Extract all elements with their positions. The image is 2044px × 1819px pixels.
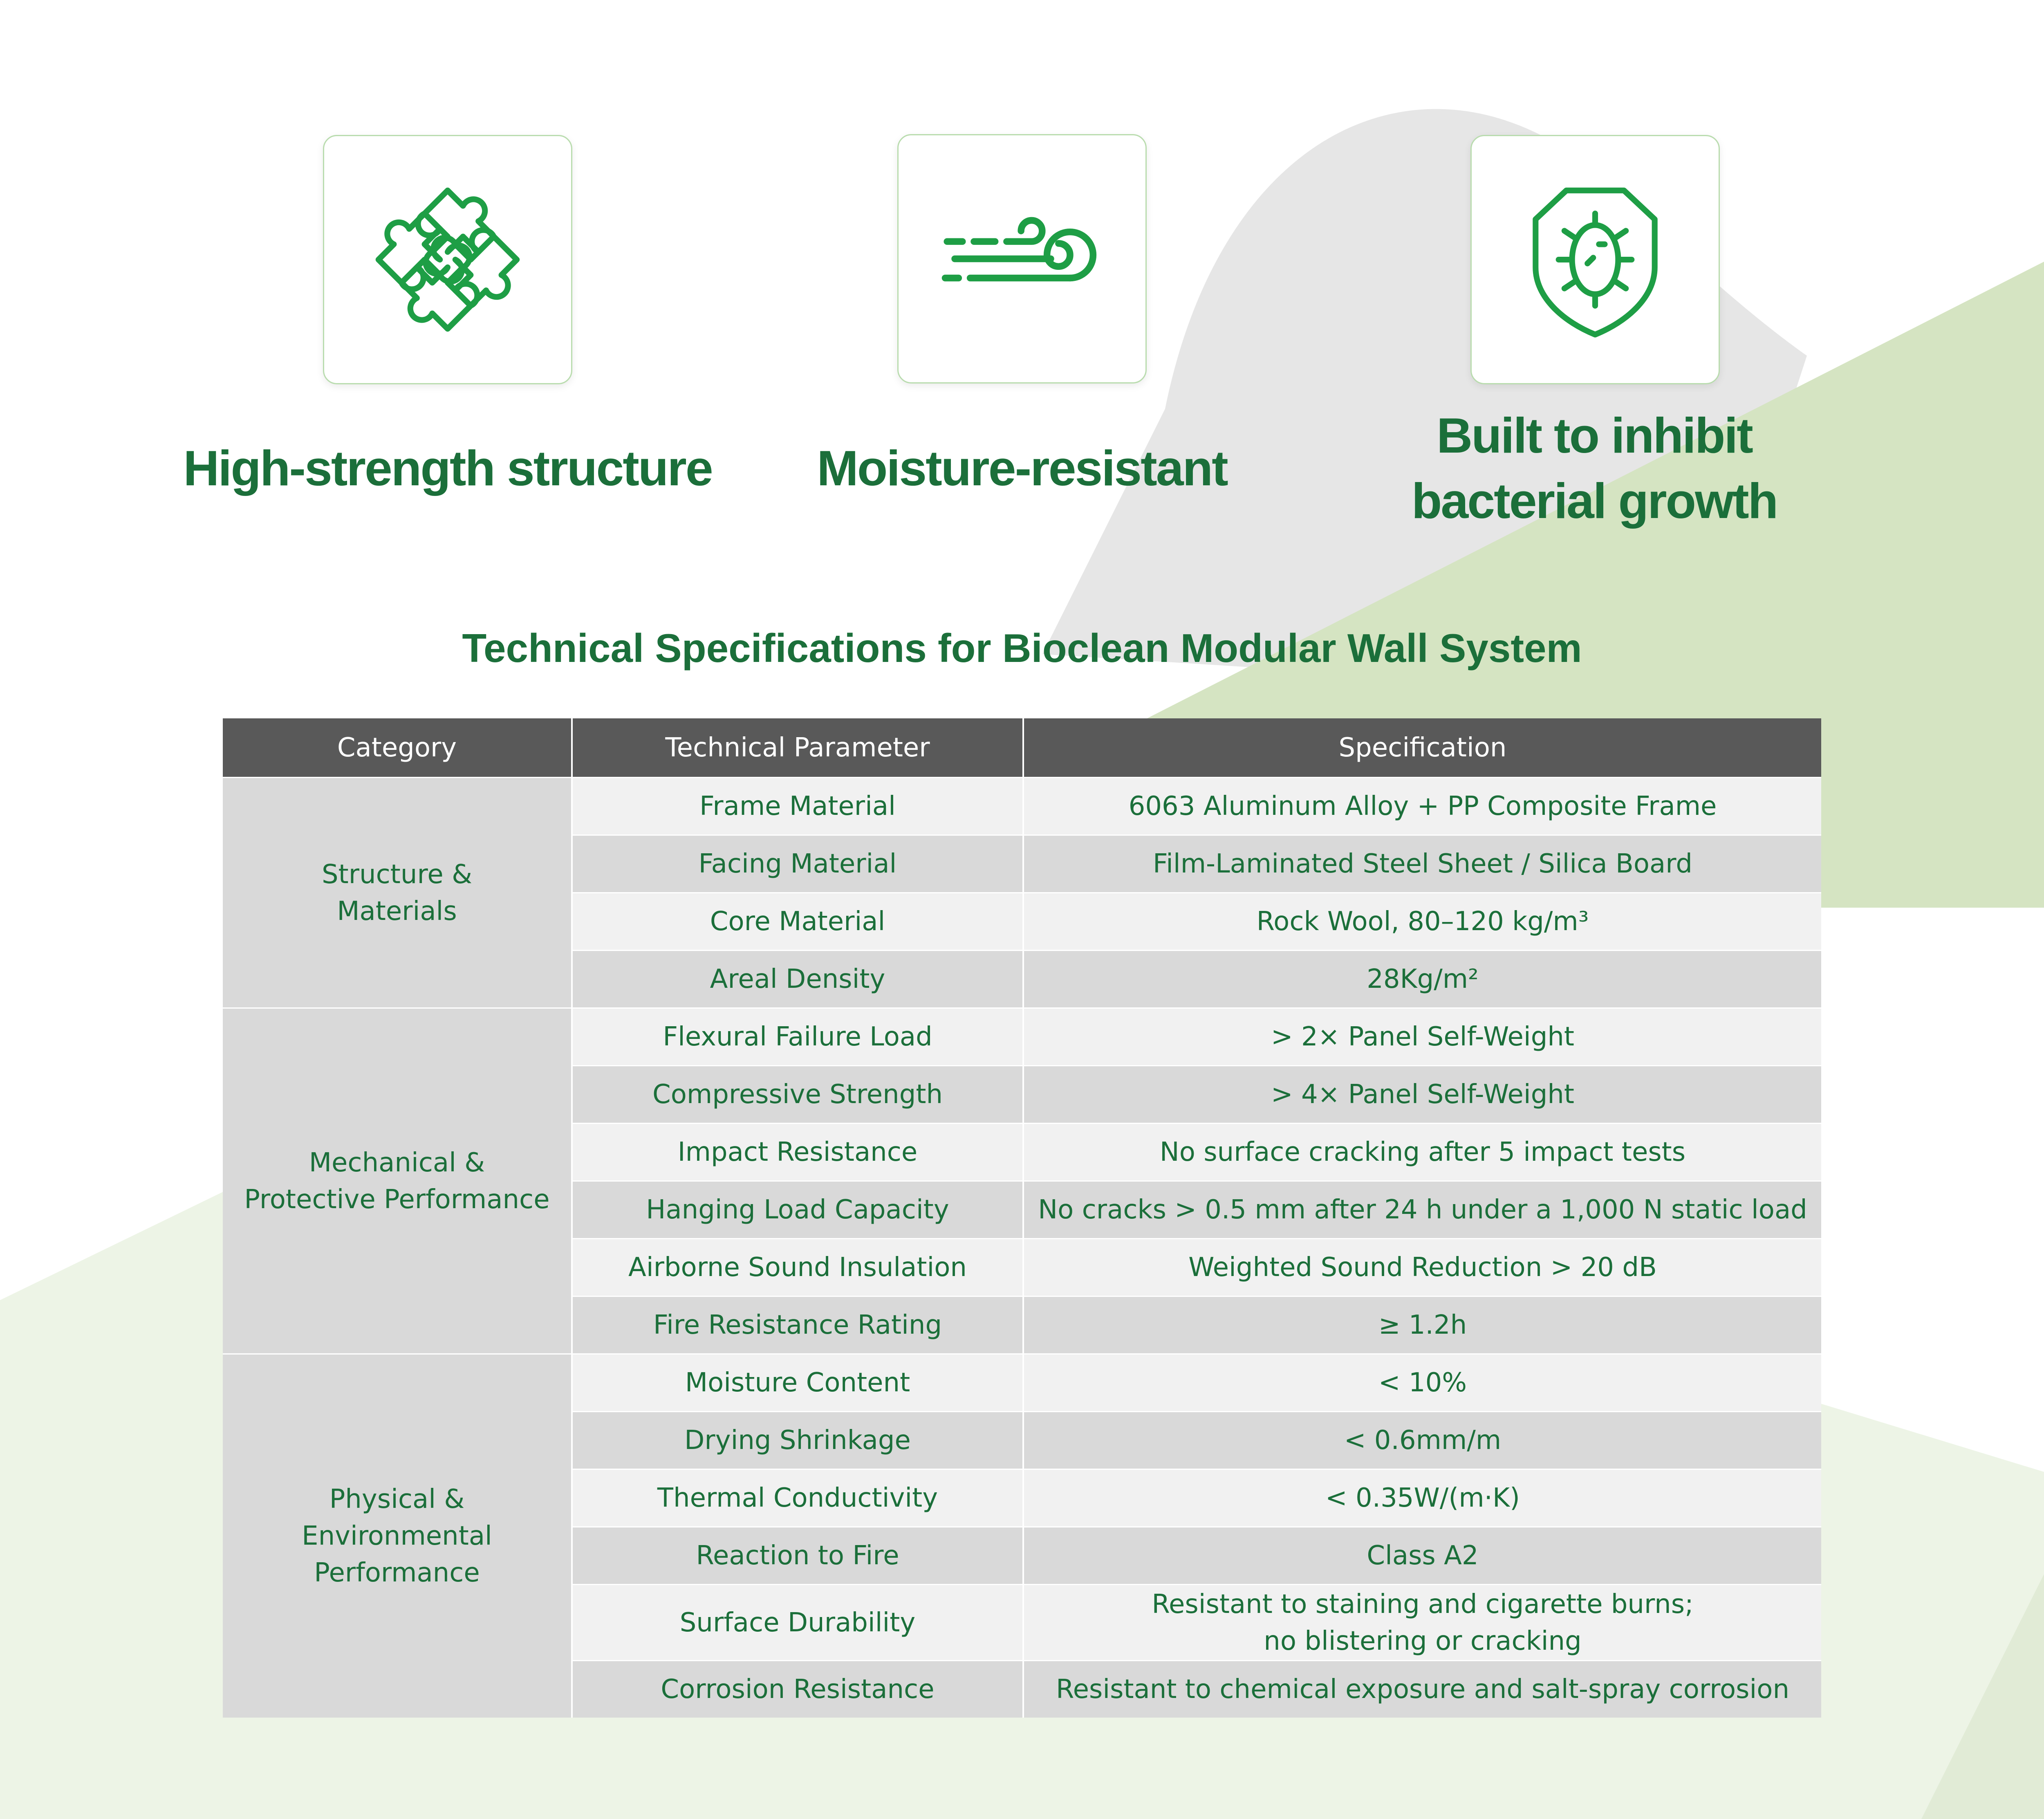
parameter-cell: Flexural Failure Load	[572, 1007, 1024, 1066]
category-label-line: Performance	[314, 1558, 480, 1588]
parameter-cell: Surface Durability	[572, 1584, 1024, 1661]
specification-cell: < 0.6mm/m	[1023, 1411, 1821, 1469]
table-row: Hanging Load Capacity No cracks > 0.5 mm…	[223, 1180, 1821, 1239]
parameter-cell: Impact Resistance	[572, 1123, 1024, 1181]
table-row: Fire Resistance Rating ≥ 1.2h	[223, 1296, 1821, 1354]
specification-cell: Weighted Sound Reduction > 20 dB	[1023, 1238, 1821, 1296]
parameter-cell: Core Material	[572, 892, 1024, 951]
wind-icon	[941, 217, 1097, 282]
specification-line: Resistant to staining and cigarette burn…	[1152, 1589, 1694, 1619]
parameter-cell: Drying Shrinkage	[572, 1411, 1024, 1469]
specification-cell: Film-Laminated Steel Sheet / Silica Boar…	[1023, 834, 1821, 893]
table-header-row: Category Technical Parameter Specificati…	[223, 718, 1821, 778]
parameter-cell: Reaction to Fire	[572, 1526, 1024, 1585]
table-row: Surface Durability Resistant to staining…	[223, 1584, 1821, 1661]
parameter-cell: Moisture Content	[572, 1353, 1024, 1412]
category-cell: Structure & Materials	[223, 777, 573, 1008]
specification-cell: > 4× Panel Self-Weight	[1023, 1065, 1821, 1124]
column-header-specification: Specification	[1023, 718, 1821, 778]
table-row: Mechanical & Protective Performance Flex…	[223, 1007, 1821, 1354]
category-label-line: Environmental	[302, 1521, 492, 1551]
specification-cell: Resistant to staining and cigarette burn…	[1023, 1584, 1821, 1661]
specification-cell: Resistant to chemical exposure and salt-…	[1023, 1660, 1821, 1718]
specification-cell: No surface cracking after 5 impact tests	[1023, 1123, 1821, 1181]
parameter-cell: Hanging Load Capacity	[572, 1180, 1024, 1239]
feature-title-line-2: bacterial growth	[1411, 473, 1778, 529]
table-row: Reaction to Fire Class A2	[223, 1526, 1821, 1585]
table-row: Physical & Environmental Performance Moi…	[223, 1353, 1821, 1718]
specification-cell: 28Kg/m²	[1023, 950, 1821, 1008]
table-row: Corrosion Resistance Resistant to chemic…	[223, 1660, 1821, 1718]
column-header-category: Category	[223, 718, 573, 778]
page-title: Technical Specifications for Bioclean Mo…	[462, 626, 1582, 671]
category-cell: Physical & Environmental Performance	[223, 1353, 573, 1718]
category-label-line: Structure &	[322, 859, 472, 890]
table-row: Core Material Rock Wool, 80–120 kg/m³	[223, 892, 1821, 951]
parameter-cell: Thermal Conductivity	[572, 1469, 1024, 1527]
feature-card-antibacterial	[1470, 135, 1720, 384]
feature-card-high-strength	[323, 135, 572, 384]
bacteria-shield-icon	[1533, 187, 1658, 338]
specification-cell: ≥ 1.2h	[1023, 1296, 1821, 1354]
specification-cell: 6063 Aluminum Alloy + PP Composite Frame	[1023, 777, 1821, 835]
parameter-cell: Compressive Strength	[572, 1065, 1024, 1124]
table-row: Structure & Materials Frame Material 606…	[223, 777, 1821, 1008]
table-row: Compressive Strength > 4× Panel Self-Wei…	[223, 1065, 1821, 1124]
specification-cell: > 2× Panel Self-Weight	[1023, 1007, 1821, 1066]
category-label-line: Mechanical &	[309, 1147, 485, 1178]
column-header-parameter: Technical Parameter	[572, 718, 1024, 778]
puzzle-pieces-icon	[375, 187, 520, 332]
table-row: Drying Shrinkage < 0.6mm/m	[223, 1411, 1821, 1469]
parameter-cell: Areal Density	[572, 950, 1024, 1008]
table-row: Thermal Conductivity < 0.35W/(m·K)	[223, 1469, 1821, 1527]
specification-cell: < 10%	[1023, 1353, 1821, 1412]
specification-cell: < 0.35W/(m·K)	[1023, 1469, 1821, 1527]
specification-cell: Class A2	[1023, 1526, 1821, 1585]
table-row: Facing Material Film-Laminated Steel She…	[223, 834, 1821, 893]
table-row: Airborne Sound Insulation Weighted Sound…	[223, 1238, 1821, 1296]
specification-line: no blistering or cracking	[1264, 1626, 1582, 1656]
parameter-cell: Frame Material	[572, 777, 1024, 835]
spec-table: Category Technical Parameter Specificati…	[223, 718, 1821, 1718]
category-label-line: Physical &	[329, 1484, 465, 1514]
table-row: Impact Resistance No surface cracking af…	[223, 1123, 1821, 1181]
feature-title-antibacterial: Built to inhibit bacterial growth	[1349, 403, 1840, 534]
table-row: Areal Density 28Kg/m²	[223, 950, 1821, 1008]
category-cell: Mechanical & Protective Performance	[223, 1007, 573, 1354]
parameter-cell: Fire Resistance Rating	[572, 1296, 1024, 1354]
feature-title-line-1: Built to inhibit	[1437, 408, 1753, 463]
feature-title-moisture: Moisture-resistant	[817, 440, 1228, 496]
parameter-cell: Airborne Sound Insulation	[572, 1238, 1024, 1296]
feature-card-moisture	[897, 134, 1147, 384]
feature-title-high-strength: High-strength structure	[183, 440, 713, 496]
parameter-cell: Corrosion Resistance	[572, 1660, 1024, 1718]
category-label-line: Protective Performance	[244, 1184, 550, 1215]
specification-cell: Rock Wool, 80–120 kg/m³	[1023, 892, 1821, 951]
parameter-cell: Facing Material	[572, 834, 1024, 893]
specification-cell: No cracks > 0.5 mm after 24 h under a 1,…	[1023, 1180, 1821, 1239]
category-label-line: Materials	[337, 896, 457, 926]
